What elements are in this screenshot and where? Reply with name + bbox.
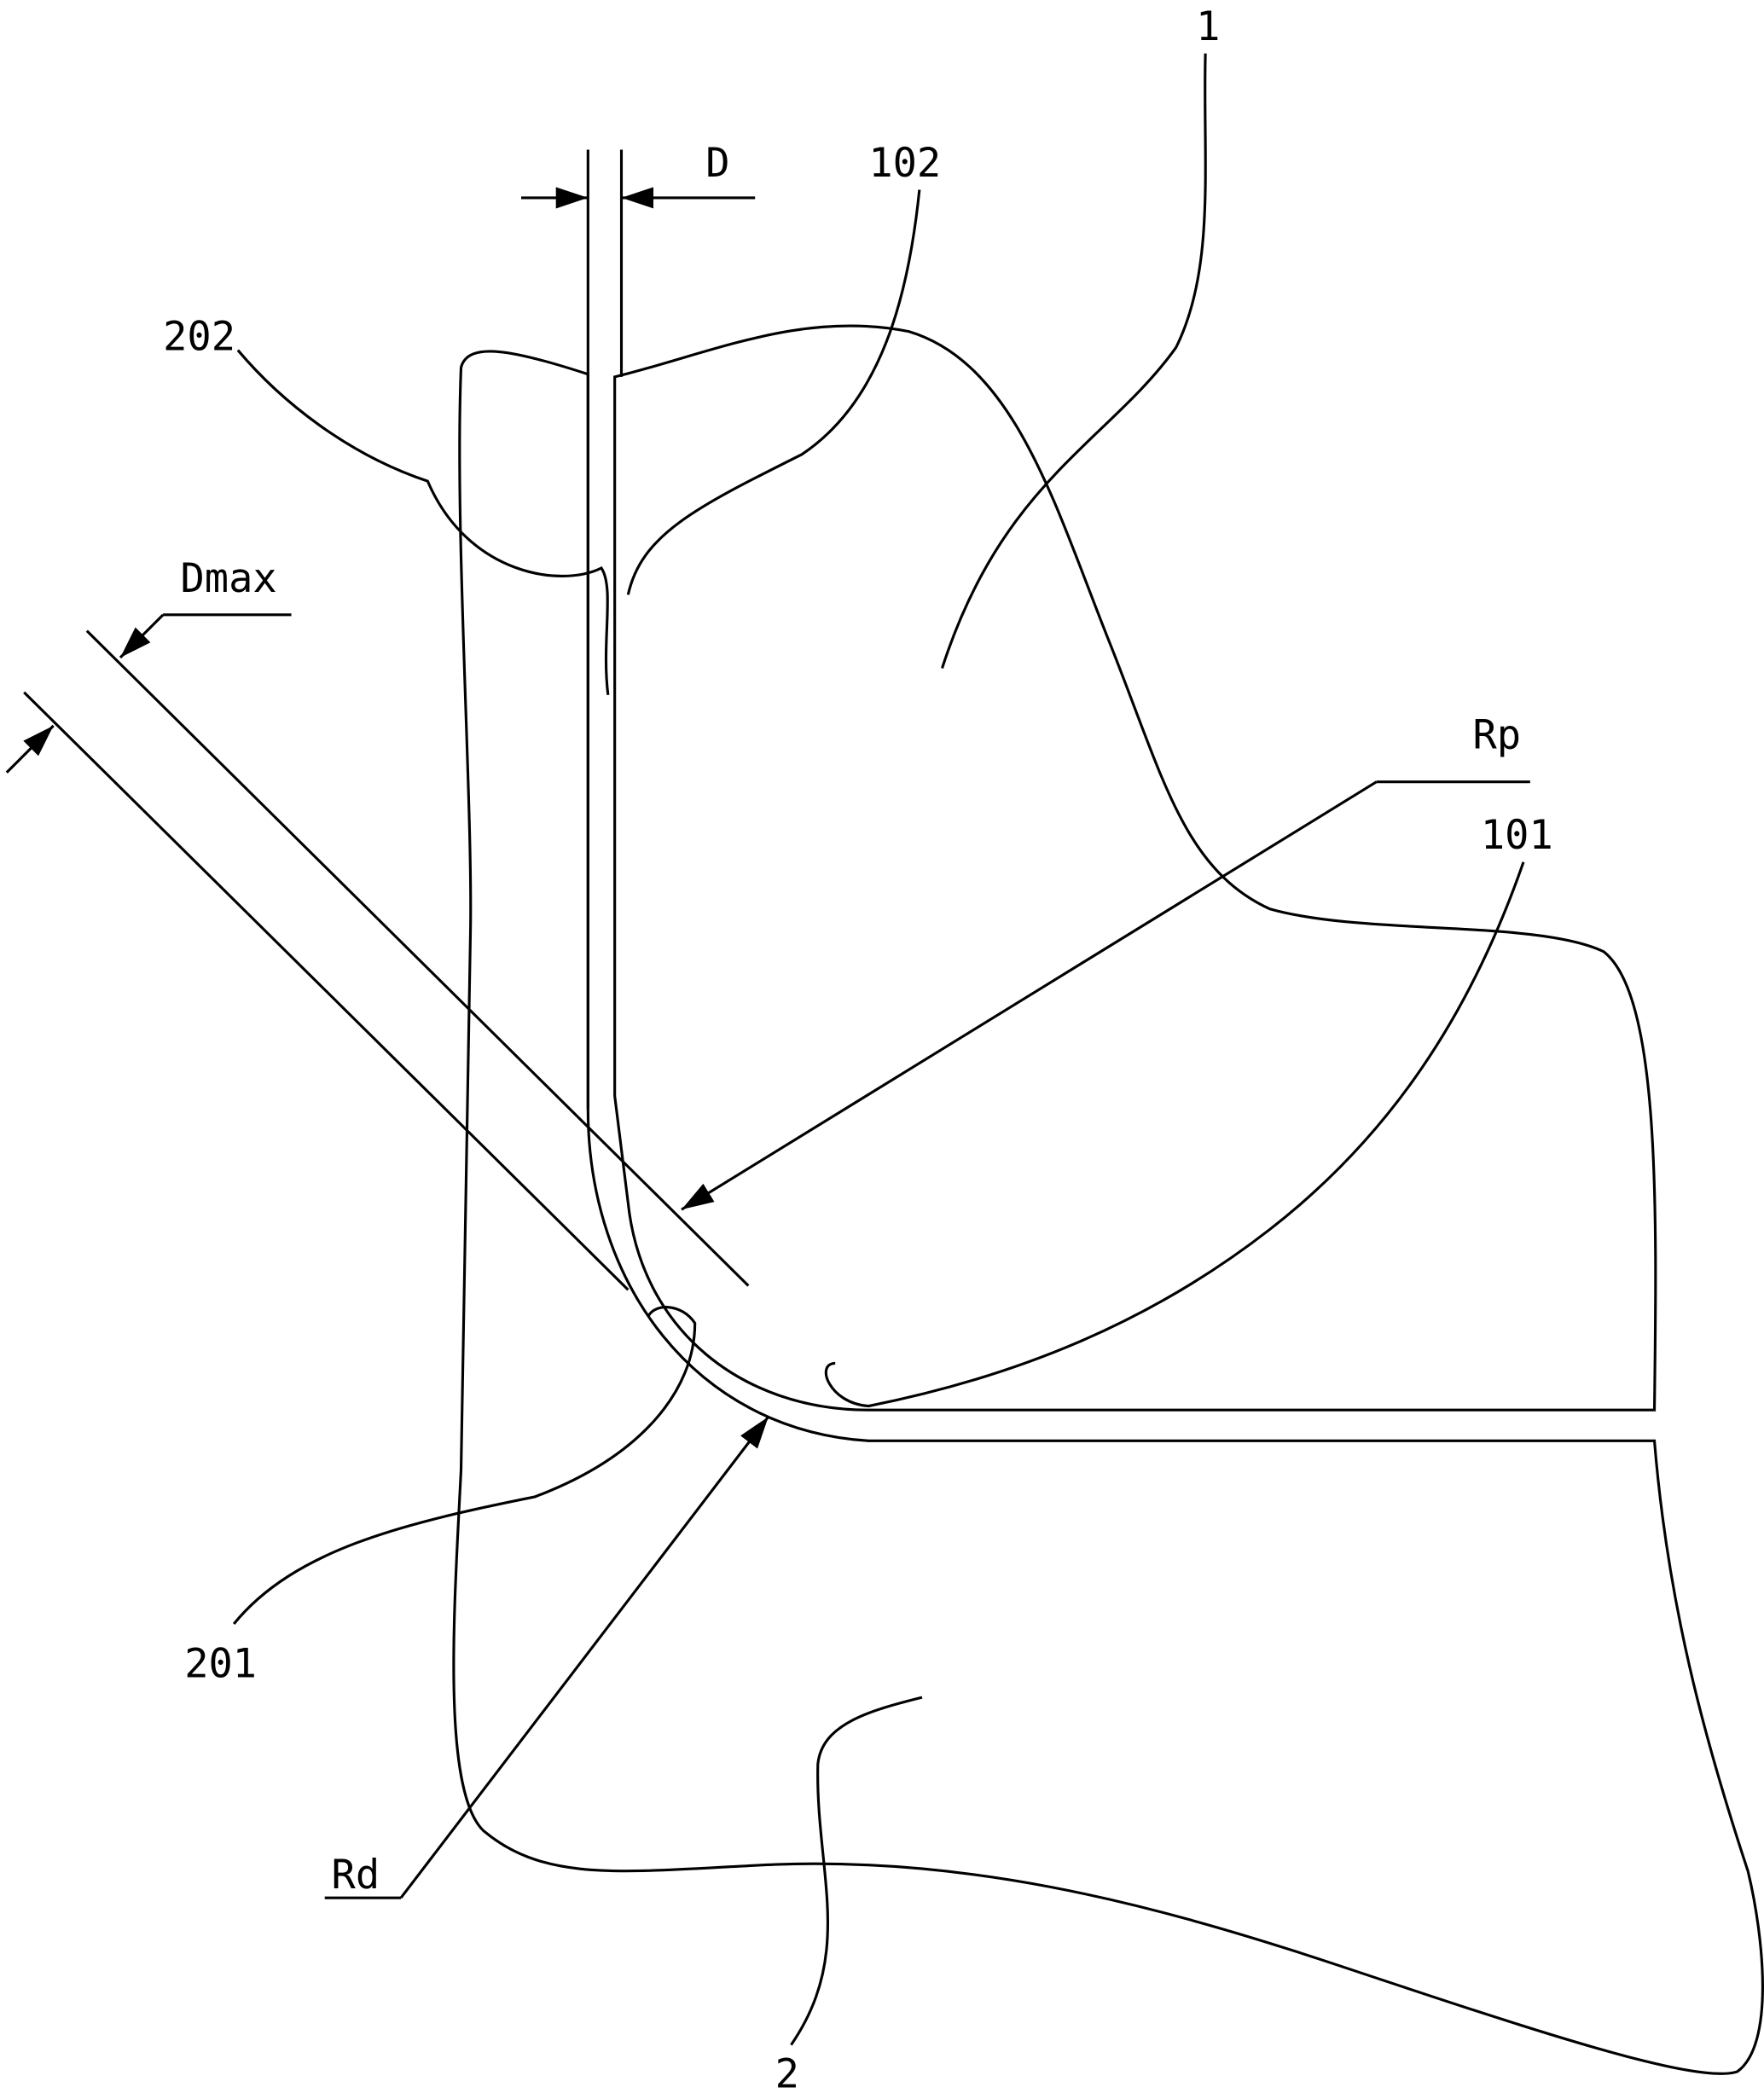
label-201: 201 [184,1641,257,1688]
label-101: 101 [1481,812,1553,859]
label-102: 102 [868,140,941,187]
leaders: 1 102 202 Rp 101 201 Rd 2 [163,3,1553,2093]
label-d: D [705,140,729,187]
dimension-d: D [521,140,756,1110]
dimension-dmax: Dmax [5,555,750,1291]
label-rd: Rd [332,1852,380,1899]
part-2-die [452,350,1764,2075]
label-202: 202 [163,314,235,361]
label-1: 1 [1196,3,1220,50]
label-rp: Rp [1472,712,1521,759]
label-dmax: Dmax [181,555,277,602]
part-1-punch [613,324,1657,1412]
label-2: 2 [775,2051,799,2093]
